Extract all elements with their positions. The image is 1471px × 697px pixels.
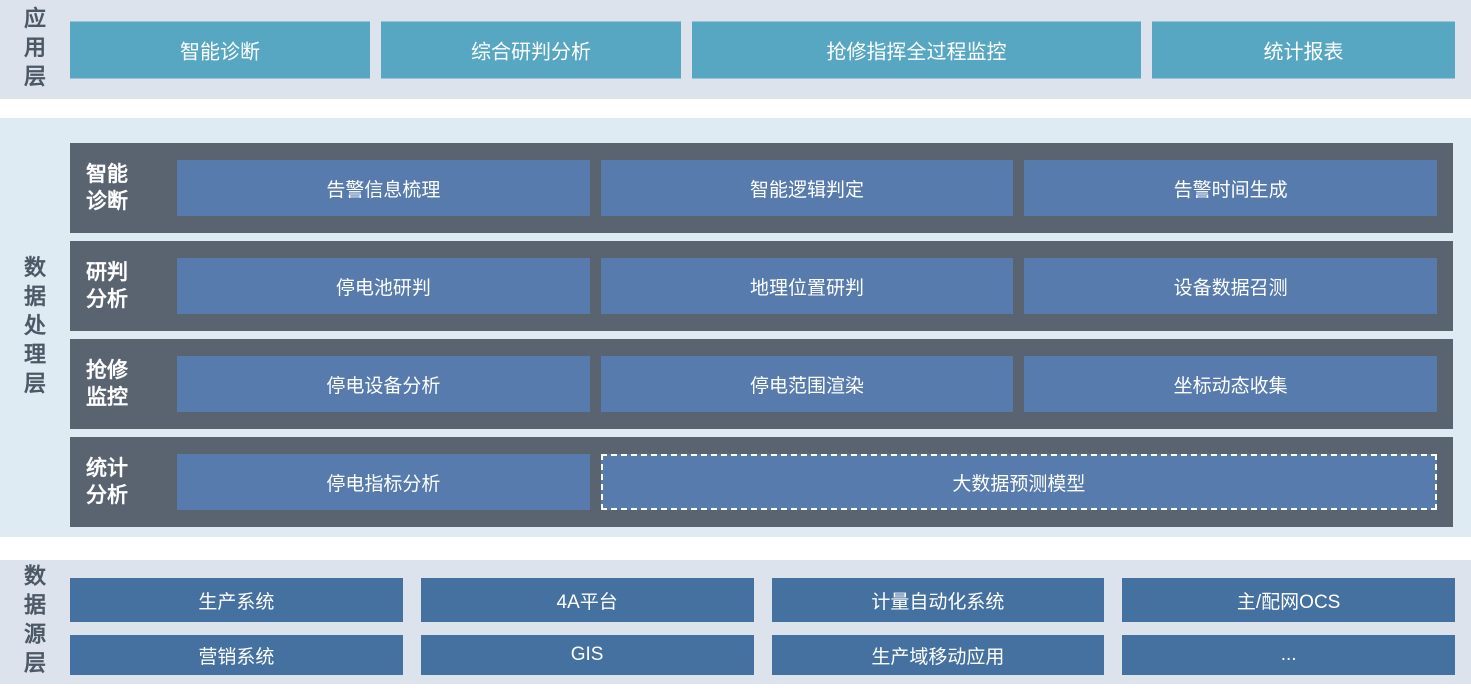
processing-row-statistical-analysis: 统计 分析 停电指标分析 大数据预测模型	[70, 437, 1453, 527]
processing-row-analysis: 研判 分析 停电池研判 地理位置研判 设备数据召测	[70, 241, 1453, 331]
data-source-layer-strip: 数据源层 生产系统 4A平台 计量自动化系统 主/配网OCS 营销系统 GIS …	[0, 560, 1471, 684]
application-layer-strip: 应用层 智能诊断 综合研判分析 抢修指挥全过程监控 统计报表	[0, 0, 1471, 99]
app-box-intelligent-diagnosis: 智能诊断	[70, 21, 370, 78]
proc-box-big-data-prediction-model: 大数据预测模型	[600, 454, 1437, 510]
data-source-row: 营销系统 GIS 生产域移动应用 ...	[70, 635, 1455, 675]
source-box-production-system: 生产系统	[70, 578, 403, 622]
application-layer-buttons: 智能诊断 综合研判分析 抢修指挥全过程监控 统计报表	[70, 21, 1455, 78]
processing-row-items: 停电指标分析 大数据预测模型	[177, 454, 1453, 510]
source-box-gis: GIS	[420, 635, 754, 675]
source-box-main-distribution-ocs: 主/配网OCS	[1122, 578, 1455, 622]
application-layer-label: 应用层	[21, 6, 46, 93]
proc-box-coordinate-dynamic-collection: 坐标动态收集	[1024, 356, 1437, 412]
data-processing-layer-strip: 数据处理层 智能 诊断 告警信息梳理 智能逻辑判定 告警时间生成 研判 分析 停…	[0, 118, 1471, 537]
source-box-metering-automation-system: 计量自动化系统	[771, 578, 1105, 622]
proc-box-outage-indicator-analysis: 停电指标分析	[177, 454, 590, 510]
processing-row-label: 抢修 监控	[86, 358, 128, 409]
processing-row-items: 停电池研判 地理位置研判 设备数据召测	[177, 258, 1453, 314]
source-box-ellipsis: ...	[1122, 635, 1455, 675]
processing-row-intelligent-diagnosis: 智能 诊断 告警信息梳理 智能逻辑判定 告警时间生成	[70, 143, 1453, 233]
proc-box-geographic-location-analysis: 地理位置研判	[600, 258, 1014, 314]
source-box-marketing-system: 营销系统	[70, 635, 403, 675]
data-processing-rows: 智能 诊断 告警信息梳理 智能逻辑判定 告警时间生成 研判 分析 停电池研判 地…	[70, 143, 1453, 527]
processing-row-label: 研判 分析	[86, 260, 128, 311]
processing-row-items: 告警信息梳理 智能逻辑判定 告警时间生成	[177, 160, 1453, 216]
app-box-statistical-reports: 统计报表	[1152, 21, 1455, 78]
source-box-4a-platform: 4A平台	[420, 578, 754, 622]
processing-row-repair-monitoring: 抢修 监控 停电设备分析 停电范围渲染 坐标动态收集	[70, 339, 1453, 429]
data-source-layer-label: 数据源层	[21, 564, 46, 680]
proc-box-intelligent-logic-judgment: 智能逻辑判定	[600, 160, 1014, 216]
proc-box-alarm-info-sorting: 告警信息梳理	[177, 160, 590, 216]
data-source-grid: 生产系统 4A平台 计量自动化系统 主/配网OCS 营销系统 GIS 生产域移动…	[70, 578, 1455, 675]
proc-box-outage-device-analysis: 停电设备分析	[177, 356, 590, 412]
proc-box-outage-pool-analysis: 停电池研判	[177, 258, 590, 314]
app-box-comprehensive-analysis: 综合研判分析	[381, 21, 681, 78]
processing-row-items: 停电设备分析 停电范围渲染 坐标动态收集	[177, 356, 1453, 412]
proc-box-alarm-time-generation: 告警时间生成	[1024, 160, 1437, 216]
proc-box-outage-range-rendering: 停电范围渲染	[600, 356, 1014, 412]
proc-box-device-data-telemetry: 设备数据召测	[1024, 258, 1437, 314]
app-box-repair-command-monitoring: 抢修指挥全过程监控	[692, 21, 1141, 78]
processing-row-label: 统计 分析	[86, 456, 128, 507]
source-box-production-mobile-app: 生产域移动应用	[771, 635, 1105, 675]
processing-row-label: 智能 诊断	[86, 162, 128, 213]
data-processing-layer-label: 数据处理层	[21, 255, 46, 400]
data-source-row: 生产系统 4A平台 计量自动化系统 主/配网OCS	[70, 578, 1455, 622]
